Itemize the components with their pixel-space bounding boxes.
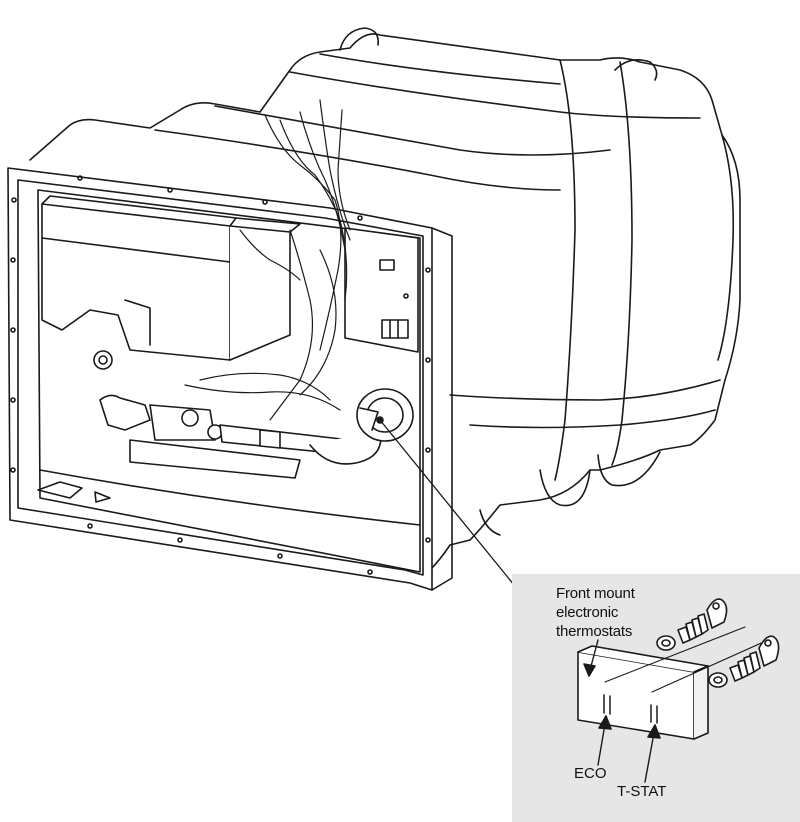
gas-valve-assembly <box>99 394 382 479</box>
callout-arrow-main <box>583 639 599 677</box>
callout-arrow-eco <box>597 715 612 766</box>
tstat-label: T-STAT <box>617 783 667 800</box>
callout-line-1: Front mount <box>556 585 635 602</box>
callout-line-2: electronic <box>556 604 619 621</box>
upper-spring-clip <box>656 598 728 651</box>
wiring <box>184 99 351 421</box>
tstat-slot <box>650 704 658 724</box>
bottom-tray <box>37 469 421 526</box>
eco-slot <box>603 694 611 715</box>
thermostat-inset <box>512 574 800 822</box>
callout-arrow-tstat <box>644 724 661 783</box>
lower-spring-clip <box>708 635 780 688</box>
control-board <box>344 227 419 353</box>
flange-screws <box>10 175 431 575</box>
burner-cover <box>41 195 301 361</box>
callout-text: Front mount electronic thermostats <box>556 584 635 641</box>
burner-tube-port <box>356 388 414 442</box>
eco-label: ECO <box>574 765 607 782</box>
callout-line-3: thermostats <box>556 623 633 640</box>
drain-fitting <box>93 350 113 370</box>
